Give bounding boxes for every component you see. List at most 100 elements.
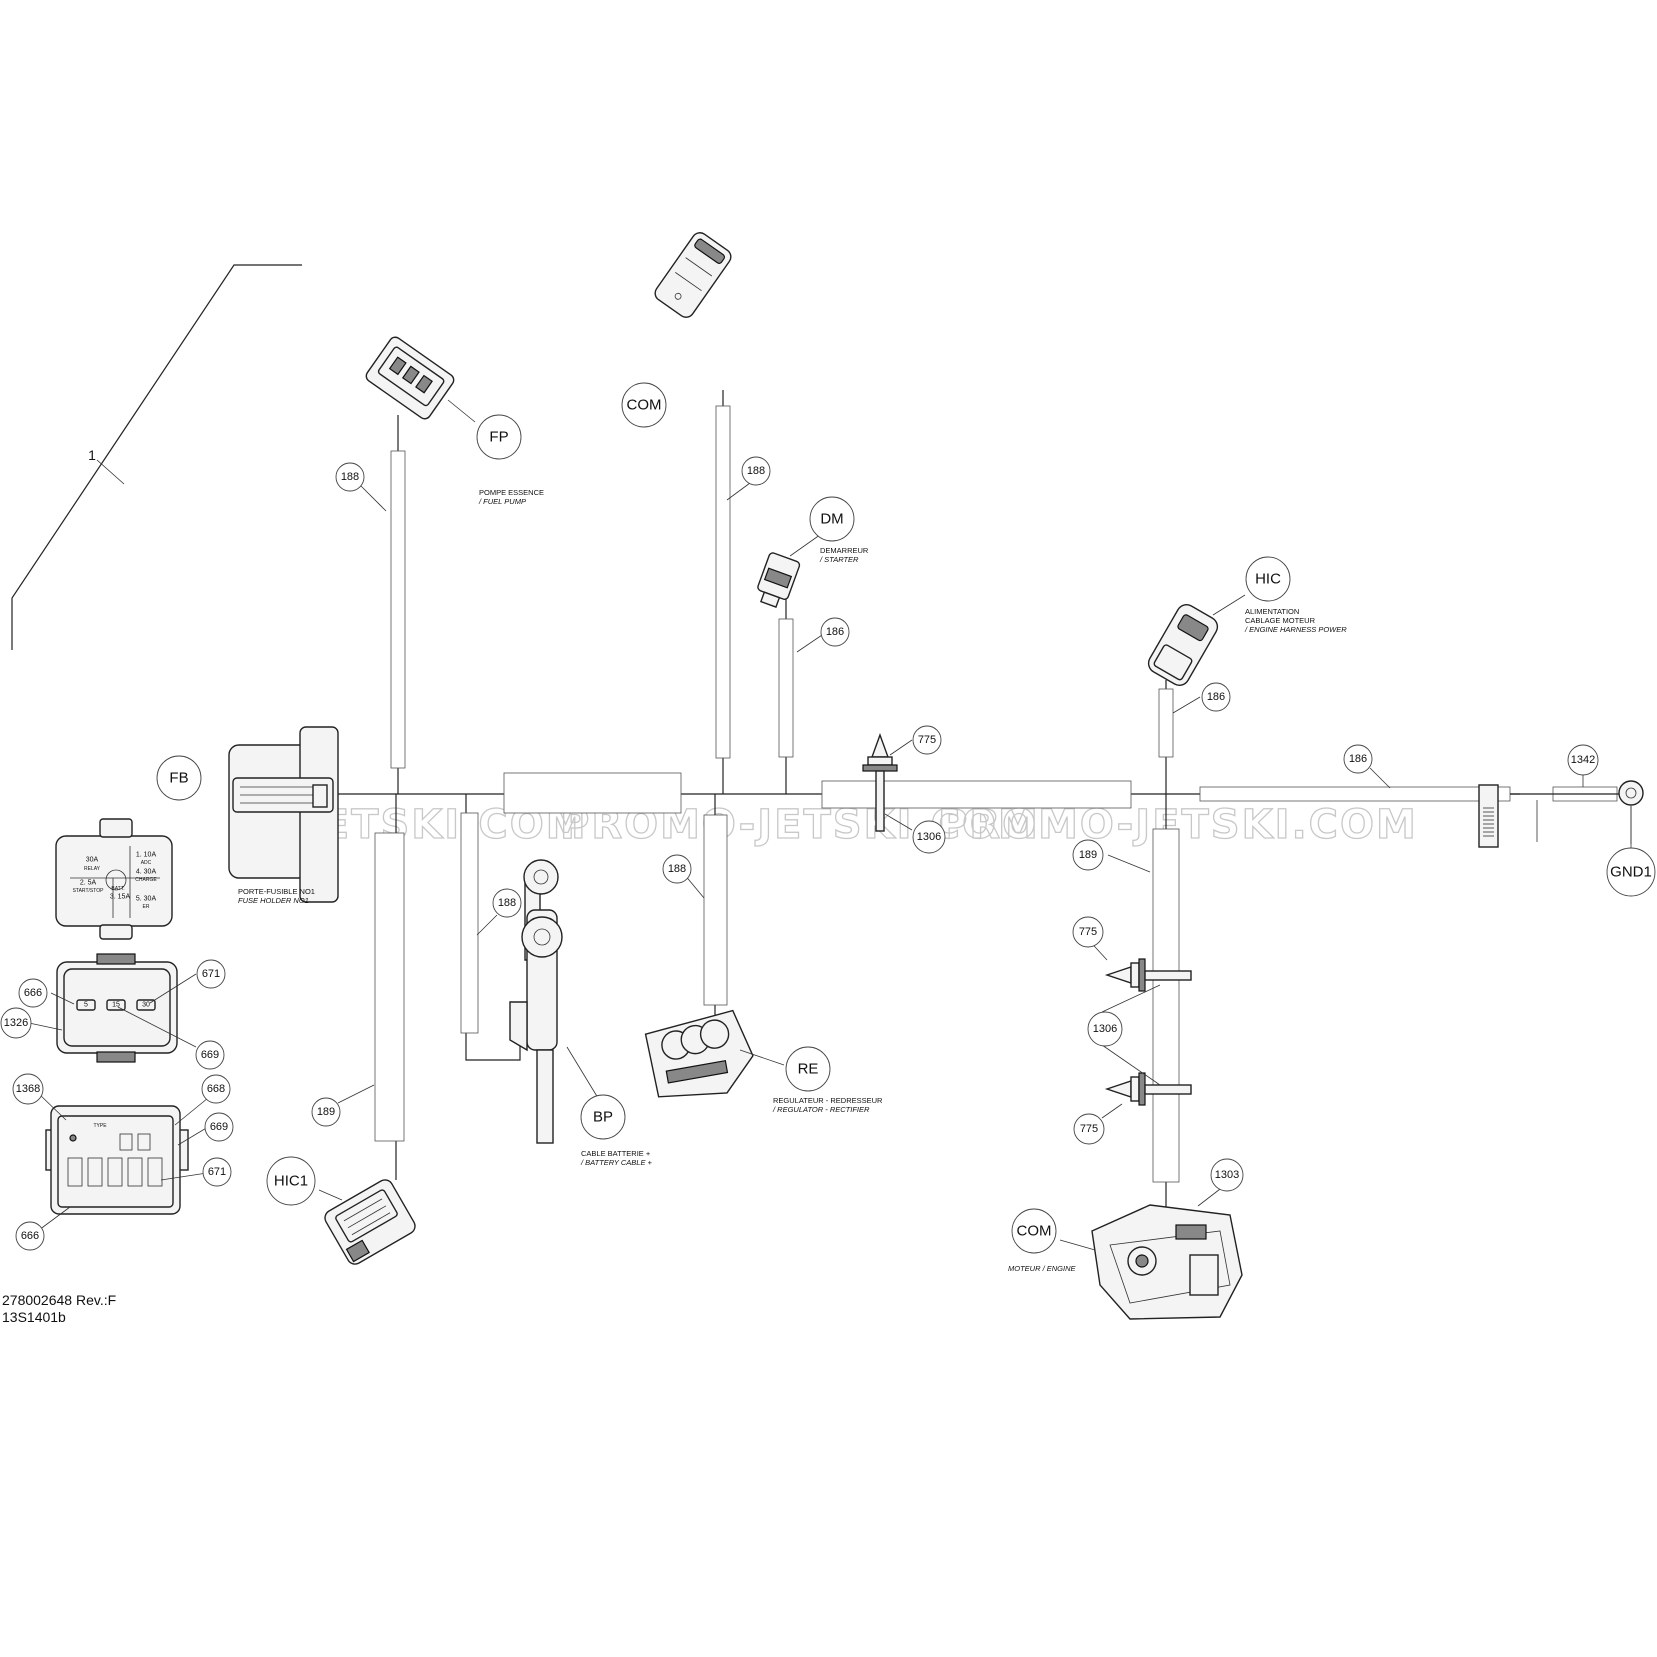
hic-desc-en: / ENGINE HARNESS POWER (1244, 625, 1347, 634)
bp-desc-fr: CABLE BATTERIE + (581, 1149, 651, 1158)
hic-desc-fr1: ALIMENTATION (1245, 607, 1299, 616)
fuse-1: 1. 10A (136, 852, 157, 859)
fuse-1-label: ADC (141, 860, 152, 866)
dm-bubble: DM (809, 496, 855, 542)
hic-code: HIC (1255, 571, 1281, 588)
main-trunk (335, 772, 1644, 848)
com-top-code: COM (627, 397, 662, 414)
fuse-relay-label: RELAY (84, 866, 101, 872)
bp-battery-cable (509, 859, 563, 1144)
branch-regulator (644, 794, 785, 1098)
trunk-sleeve-2 (821, 780, 1132, 809)
branch-fuel-pump (359, 336, 476, 794)
callout-775-mid: 775 (1079, 926, 1097, 938)
trunk-sleeve-1 (503, 772, 682, 814)
branch-com-top (654, 232, 751, 794)
callout-189-left: 189 (317, 1106, 335, 1118)
hic-desc-fr2: CABLAGE MOTEUR (1245, 616, 1316, 625)
part-callouts: 188 188 186 186 186 1342 775 1306 189 77… (0, 456, 1599, 1251)
branch-engine-harness-power (1147, 594, 1246, 794)
fuse-relay-amp: 30A (86, 857, 99, 864)
trunk-sleeve-3 (1199, 786, 1511, 802)
callout-666-b: 666 (21, 1230, 39, 1242)
callout-666-a: 666 (24, 987, 42, 999)
re-desc-fr: REGULATEUR - REDRESSEUR (773, 1096, 883, 1105)
gnd1-bubble: GND1 (1606, 847, 1656, 897)
item-1-leader: 1 (11, 264, 302, 650)
hic-connector (1147, 604, 1219, 686)
drawing-number: 278002648 Rev.:F (2, 1292, 116, 1308)
fuse-5: 5. 30A (136, 896, 157, 903)
drawing-reference: 278002648 Rev.:F 13S1401b (2, 1292, 116, 1325)
fuse-4: 4. 30A (136, 869, 157, 876)
callout-669-a: 669 (201, 1049, 219, 1061)
hic1-code: HIC1 (274, 1173, 308, 1190)
fuse-value-1: 5 (84, 1002, 88, 1009)
com-engine-desc: MOTEUR / ENGINE (1008, 1264, 1077, 1273)
branch-hic1 (318, 794, 416, 1265)
fuse-box-cover: 30A RELAY 1. 10A ADC 4. 30A CHARGE 5. 30… (55, 818, 173, 940)
callout-671-b: 671 (208, 1166, 226, 1178)
com-engine-code: COM (1017, 1223, 1052, 1240)
callout-1306-mid: 1306 (1093, 1023, 1117, 1035)
fb-desc-fr: PORTE-FUSIBLE NO1 (238, 887, 315, 896)
re-connector (644, 1009, 754, 1098)
fuse-value-2: 15 (112, 1002, 120, 1009)
callout-1368: 1368 (16, 1083, 40, 1095)
callout-1303: 1303 (1215, 1169, 1239, 1181)
callout-188-re: 188 (668, 863, 686, 875)
fb-bubble: FB (156, 755, 202, 801)
ring-terminal (1618, 780, 1644, 806)
callout-189-right: 189 (1079, 849, 1097, 861)
callout-1326: 1326 (4, 1017, 28, 1029)
gnd1-code: GND1 (1610, 864, 1652, 881)
callout-186-hic: 186 (1207, 691, 1225, 703)
callout-186-main: 186 (1349, 753, 1367, 765)
bp-bubble: BP (580, 1094, 626, 1140)
callout-188-fp: 188 (341, 471, 359, 483)
fuse-3: 3. 15A (110, 894, 131, 901)
fp-bubble: FP (476, 414, 522, 460)
bp-desc-en: / BATTERY CABLE + (580, 1158, 653, 1167)
fuse-4-label: CHARGE (135, 877, 157, 883)
com-engine-connector (1091, 1204, 1243, 1320)
dm-connector (757, 552, 801, 608)
hic1-bubble: HIC1 (266, 1156, 316, 1206)
fp-code: FP (489, 429, 508, 446)
svg-text:TYPE: TYPE (93, 1123, 107, 1129)
grommet-low (1101, 1072, 1192, 1119)
callout-669-b: 669 (210, 1121, 228, 1133)
re-desc-en: / REGULATOR - RECTIFIER (772, 1105, 870, 1114)
fp-desc-fr: POMPE ESSENCE (479, 488, 544, 497)
fp-desc-en: / FUEL PUMP (478, 497, 526, 506)
fb-fuse-holder (228, 726, 339, 903)
callout-1342: 1342 (1571, 754, 1595, 766)
com-engine-bubble: COM (1011, 1208, 1057, 1254)
callout-186-dm: 186 (826, 626, 844, 638)
callout-671-a: 671 (202, 968, 220, 980)
re-code: RE (798, 1061, 819, 1078)
hic-bubble: HIC (1245, 556, 1291, 602)
branch-battery (460, 794, 599, 1144)
fb-code: FB (169, 770, 188, 787)
fb-desc-en: FUSE HOLDER NO1 (238, 896, 309, 905)
dm-desc-en: / STARTER (819, 555, 859, 564)
fuse-2-label: START/STOP (73, 888, 105, 894)
callout-668: 668 (207, 1083, 225, 1095)
item-number: 1 (88, 447, 96, 463)
com-top-connector (654, 232, 732, 318)
callout-775-low: 775 (1080, 1123, 1098, 1135)
callout-188-bp: 188 (498, 897, 516, 909)
callout-775-top: 775 (918, 734, 936, 746)
branch-engine-com (1059, 794, 1243, 1320)
branch-starter (757, 531, 825, 794)
fuse-box-open: 5 15 30 (28, 953, 197, 1063)
fuse-3-label: BATT. (111, 886, 124, 892)
drawing-code: 13S1401b (2, 1309, 66, 1325)
bp-code: BP (593, 1109, 613, 1126)
re-bubble: RE (785, 1046, 831, 1092)
fuse-5-label: ER (143, 904, 150, 910)
connector-descriptions: POMPE ESSENCE / FUEL PUMP DEMARREUR / ST… (238, 488, 1347, 1273)
dm-code: DM (820, 511, 843, 528)
